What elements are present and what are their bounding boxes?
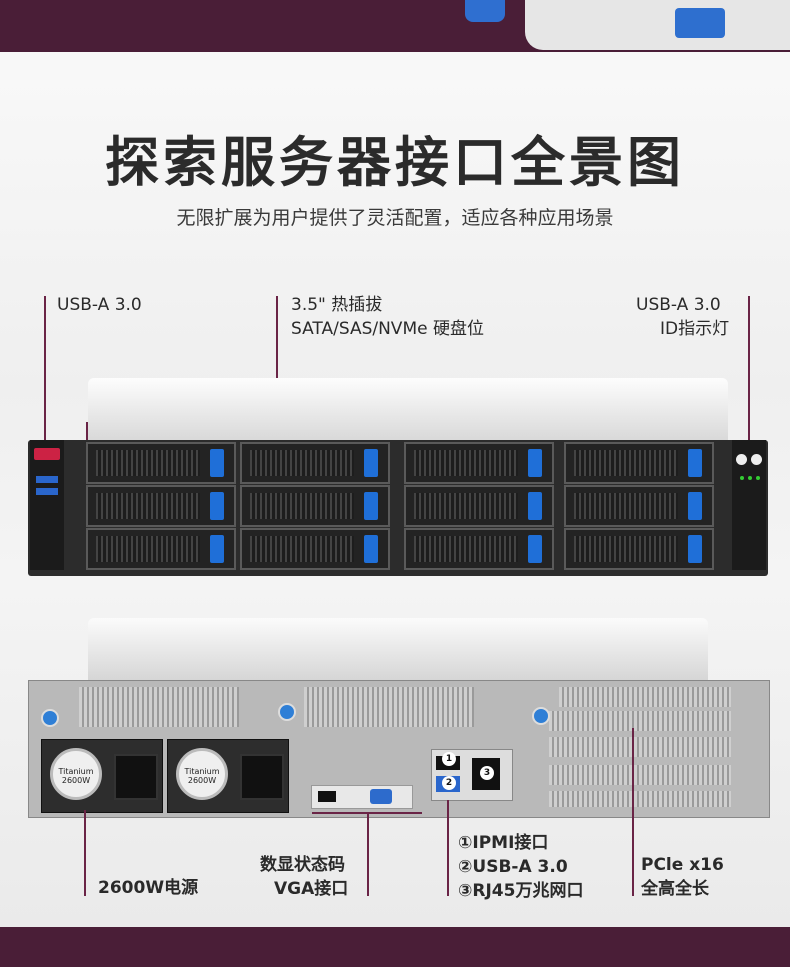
io-module: 1 2 3 (431, 749, 513, 801)
power-inlet-icon[interactable] (114, 754, 158, 800)
psu-watt-text: 2600W (61, 776, 91, 786)
psu-leader (84, 810, 86, 896)
io-badge-2: 2 (442, 776, 456, 790)
pcie-slot-cover (549, 711, 731, 731)
drive-latch-icon[interactable] (528, 449, 542, 477)
usb-port-icon[interactable] (36, 476, 58, 483)
io-badge-1: 1 (442, 752, 456, 766)
drive-bay[interactable] (86, 442, 236, 484)
server-front-view (28, 378, 768, 578)
drive-latch-icon[interactable] (528, 535, 542, 563)
vga-port-icon[interactable] (370, 789, 392, 804)
left-ear (30, 440, 64, 570)
pcie-label-2: 全高全长 (641, 879, 709, 899)
id-button-icon[interactable] (751, 454, 762, 465)
front-usb-right-leader (748, 296, 750, 442)
drive-bay[interactable] (404, 528, 554, 570)
front-bays-leader (276, 296, 278, 424)
io-strip (311, 785, 413, 809)
rear-vent-grille (304, 687, 474, 727)
io-badge-3: 3 (480, 766, 494, 780)
blue-handle-graphic (465, 0, 505, 22)
debug-label-2: VGA接口 (274, 879, 349, 899)
drive-bay[interactable] (86, 485, 236, 527)
right-ear (732, 440, 766, 570)
drive-bay[interactable] (240, 485, 390, 527)
drive-bay[interactable] (86, 528, 236, 570)
io-label-3: ③RJ45万兆网口 (458, 881, 584, 901)
drive-latch-icon[interactable] (364, 535, 378, 563)
pcie-label-1: PCle x16 (641, 855, 724, 875)
io-leader (447, 800, 449, 896)
psu-label: 2600W电源 (98, 878, 199, 898)
page-subtitle: 无限扩展为用户提供了灵活配置，适应各种应用场景 (176, 207, 614, 229)
drive-bay[interactable] (564, 528, 714, 570)
chassis-top-cover (88, 378, 728, 440)
usb-port-icon[interactable] (36, 488, 58, 495)
debug-leader (367, 812, 369, 896)
drive-latch-icon[interactable] (528, 492, 542, 520)
drive-latch-icon[interactable] (364, 449, 378, 477)
pcie-slot-cover (549, 765, 731, 785)
drive-bay[interactable] (404, 442, 554, 484)
vga-port-icon (675, 8, 725, 38)
drive-bay[interactable] (404, 485, 554, 527)
drive-latch-icon[interactable] (210, 535, 224, 563)
debug-label-1: 数显状态码 (260, 855, 345, 875)
front-usb-right-label-1: USB-A 3.0 (636, 295, 721, 315)
drive-bay-grid (74, 442, 722, 572)
drive-bay[interactable] (564, 485, 714, 527)
bottom-banner (0, 927, 790, 967)
pcie-slot-cover (549, 791, 731, 807)
page-title: 探索服务器接口全景图 (105, 131, 685, 194)
front-usb-left-label: USB-A 3.0 (57, 295, 142, 315)
front-usb-left-leader (44, 296, 46, 442)
server-port-panel-graphic (525, 0, 790, 50)
status-led-icon (740, 476, 744, 480)
status-led-icon (748, 476, 752, 480)
drive-latch-icon[interactable] (688, 449, 702, 477)
status-led-icon (756, 476, 760, 480)
drive-latch-icon[interactable] (364, 492, 378, 520)
front-bays-label-1: 3.5" 热插拔 (291, 295, 383, 315)
rear-vent-grille (79, 687, 239, 727)
front-bays-label-2: SATA/SAS/NVMe 硬盘位 (291, 319, 484, 339)
power-inlet-icon[interactable] (240, 754, 284, 800)
top-banner (0, 0, 790, 52)
pcie-slot-cover (549, 737, 731, 757)
drive-latch-icon[interactable] (210, 449, 224, 477)
drive-bay[interactable] (240, 528, 390, 570)
thumbscrew-icon[interactable] (41, 709, 59, 727)
io-label-2: ②USB-A 3.0 (458, 857, 568, 877)
pcie-slot-cover (559, 687, 731, 707)
drive-bay[interactable] (240, 442, 390, 484)
pcie-leader (632, 728, 634, 896)
front-bays-bracket-left (86, 422, 88, 442)
front-usb-right-label-2: ID指示灯 (660, 319, 730, 339)
thumbscrew-icon[interactable] (532, 707, 550, 725)
thumbscrew-icon[interactable] (278, 703, 296, 721)
drive-latch-icon[interactable] (688, 492, 702, 520)
psu-brand-text: Titanium (58, 767, 94, 777)
psu-brand-text: Titanium (184, 767, 220, 777)
power-button-icon[interactable] (736, 454, 747, 465)
brand-logo (34, 448, 60, 460)
psu-watt-text: 2600W (187, 776, 217, 786)
io-label-1: ①IPMI接口 (458, 833, 549, 853)
drive-latch-icon[interactable] (210, 492, 224, 520)
drive-latch-icon[interactable] (688, 535, 702, 563)
post-code-display-icon (318, 791, 336, 802)
rear-top-cover (88, 618, 708, 680)
drive-bay[interactable] (564, 442, 714, 484)
